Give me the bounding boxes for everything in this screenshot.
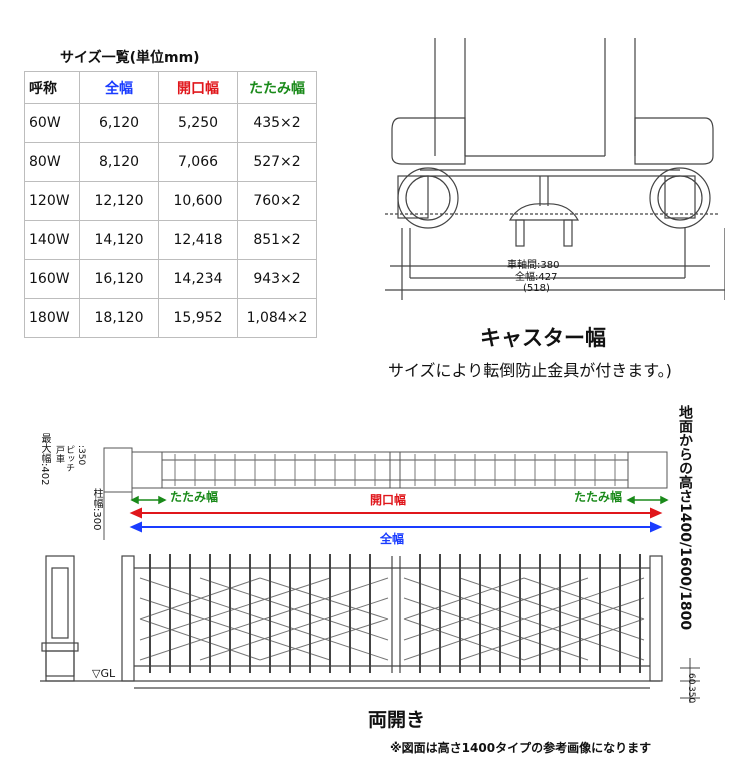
plan-fold-width-left: たたみ幅 (170, 490, 219, 504)
caster-title: キャスター幅 (480, 326, 606, 350)
table-row: 180W 18,120 15,952 1,084×2 (24, 298, 317, 338)
cell-folded-width: 943×2 (237, 259, 317, 299)
caster-dim-outer: (518) (523, 283, 550, 294)
header-folded-width: たたみ幅 (237, 71, 317, 104)
cell-folded-width: 851×2 (237, 220, 317, 260)
elevation-dim-350: 350 (686, 686, 696, 704)
cell-full-width: 16,120 (79, 259, 159, 299)
plan-door-pitch-value: :350 (76, 445, 86, 466)
table-row: 140W 14,120 12,418 851×2 (24, 220, 317, 260)
cell-name: 80W (24, 142, 80, 182)
cell-opening-width: 7,066 (158, 142, 238, 182)
cell-opening-width: 12,418 (158, 220, 238, 260)
cell-folded-width: 760×2 (237, 181, 317, 221)
cell-full-width: 8,120 (79, 142, 159, 182)
elevation-drawing (40, 554, 700, 703)
cell-opening-width: 10,600 (158, 181, 238, 221)
cell-opening-width: 14,234 (158, 259, 238, 299)
size-table-header-row: 呼称 全幅 開口幅 たたみ幅 (24, 71, 317, 104)
cell-full-width: 14,120 (79, 220, 159, 260)
table-row: 80W 8,120 7,066 527×2 (24, 142, 317, 182)
cell-folded-width: 527×2 (237, 142, 317, 182)
elevation-dim-60: 60 (686, 673, 696, 685)
footnote: ※図面は高さ1400タイプの参考画像になります (390, 741, 652, 755)
size-table: 呼称 全幅 開口幅 たたみ幅 60W 6,120 5,250 435×2 80W… (24, 71, 317, 338)
table-row: 160W 16,120 14,234 943×2 (24, 259, 317, 299)
header-name: 呼称 (24, 71, 80, 104)
plan-full-width: 全幅 (380, 532, 405, 546)
cell-folded-width: 435×2 (237, 103, 317, 143)
cell-name: 140W (24, 220, 80, 260)
table-row: 120W 12,120 10,600 760×2 (24, 181, 317, 221)
size-table-title: サイズ一覧(単位mm) (60, 50, 200, 66)
plan-door-pitch-label: 戸車 (54, 445, 64, 463)
caster-note: サイズにより転倒防止金具が付きます。) (388, 361, 672, 380)
cell-name: 180W (24, 298, 80, 338)
caster-drawing (385, 38, 725, 300)
header-opening-width: 開口幅 (158, 71, 238, 104)
cell-name: 120W (24, 181, 80, 221)
elevation-gl-mark: ▽GL (92, 667, 116, 680)
plan-post-width: 柱幅:300 (91, 488, 102, 531)
cell-opening-width: 5,250 (158, 103, 238, 143)
plan-view-drawing (103, 447, 669, 540)
plan-fold-width-right: たたみ幅 (574, 490, 623, 504)
elevation-caption: 両開き (368, 709, 426, 731)
table-row: 60W 6,120 5,250 435×2 (24, 103, 317, 143)
plan-door-pitch-label-2: ピッチ (64, 445, 74, 472)
cell-full-width: 18,120 (79, 298, 159, 338)
cell-full-width: 12,120 (79, 181, 159, 221)
caster-dim-wheelbase: 車軸間:380 (507, 260, 560, 271)
cell-full-width: 6,120 (79, 103, 159, 143)
plan-opening-width: 開口幅 (370, 493, 407, 507)
elevation-height-label: 地面からの高さ1400/1600/1800 (677, 405, 693, 631)
header-full-width: 全幅 (79, 71, 159, 104)
cell-opening-width: 15,952 (158, 298, 238, 338)
cell-name: 160W (24, 259, 80, 299)
cell-folded-width: 1,084×2 (237, 298, 317, 338)
plan-max-width: 最大幅:402 (39, 433, 50, 486)
cell-name: 60W (24, 103, 80, 143)
caster-dim-full-width: 全幅:427 (515, 272, 558, 283)
